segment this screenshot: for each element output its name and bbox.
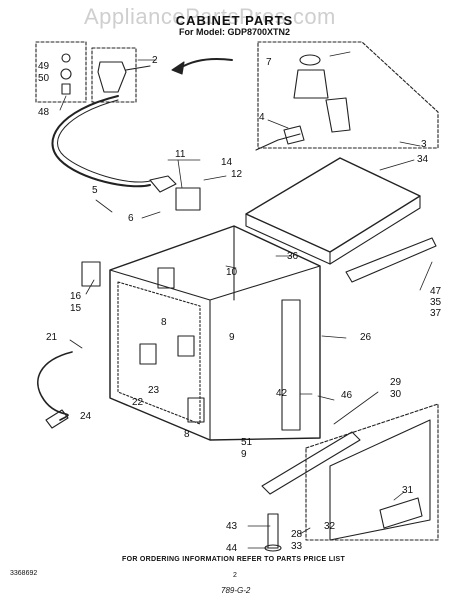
kick-plate-panel (329, 419, 431, 541)
callout-16: 16 (70, 291, 82, 302)
top-rail (345, 237, 437, 283)
callout-46: 46 (341, 390, 353, 401)
callout-49: 49 (38, 61, 50, 72)
callout-21: 21 (46, 332, 58, 343)
valve-fitting-part (61, 83, 71, 95)
callout-10: 10 (226, 267, 238, 278)
callout-15: 15 (70, 303, 82, 314)
terminal-block (81, 261, 101, 287)
pump-gasket-part (283, 125, 305, 145)
callout-8b: 8 (184, 429, 190, 440)
detail-box-valve-parts (35, 41, 87, 103)
callout-22: 22 (132, 397, 144, 408)
callout-36: 36 (287, 251, 299, 262)
callout-35: 35 (430, 297, 442, 308)
power-plug (45, 409, 69, 429)
part-number: 3368692 (10, 570, 38, 577)
callout-9: 9 (229, 332, 235, 343)
model-line: For Model: GDP8700XTN2 (178, 27, 291, 37)
ordering-note: FOR ORDERING INFORMATION REFER TO PARTS … (122, 556, 346, 563)
water-valve-bracket (175, 187, 201, 211)
detail-box-pump-parts (257, 41, 439, 149)
label-pad-4 (187, 397, 205, 423)
detail-box-fill-valve (91, 47, 137, 103)
label-pad-2 (177, 335, 195, 357)
side-panel-left (117, 281, 201, 425)
leveling-leg (267, 513, 279, 549)
callout-8: 8 (161, 317, 167, 328)
page-number: 2 (233, 572, 237, 579)
drain-hose (51, 95, 151, 188)
callout-33: 33 (291, 541, 303, 552)
pump-motor-part (325, 97, 351, 133)
callout-14: 14 (221, 157, 233, 168)
toe-panel (261, 431, 361, 495)
label-pad-3 (139, 343, 157, 365)
valve-filter-part (60, 68, 72, 80)
callout-6: 6 (128, 213, 134, 224)
callout-26: 26 (360, 332, 372, 343)
power-cord (37, 351, 73, 421)
callout-5: 5 (92, 185, 98, 196)
handwritten-code: 789-G-2 (221, 586, 251, 595)
callout-30: 30 (390, 389, 402, 400)
callout-34: 34 (417, 154, 429, 165)
callout-50: 50 (38, 73, 50, 84)
diagram-title: CABINET PARTS (175, 13, 294, 28)
direction-arrow (179, 58, 233, 69)
label-pad-1 (157, 267, 175, 289)
callout-23: 23 (148, 385, 160, 396)
callout-2: 2 (152, 55, 158, 66)
fill-valve-part (97, 61, 127, 93)
callout-42: 42 (276, 388, 288, 399)
callout-44: 44 (226, 543, 238, 554)
callout-7: 7 (266, 57, 272, 68)
callout-12: 12 (231, 169, 243, 180)
callout-9b: 9 (241, 449, 247, 460)
callout-11: 11 (175, 149, 186, 160)
callout-28: 28 (291, 529, 303, 540)
callout-4: 4 (259, 112, 265, 123)
callout-31: 31 (402, 485, 414, 496)
callout-47: 47 (430, 286, 442, 297)
pump-seal-part (299, 54, 321, 66)
toe-panel-detail-box (305, 403, 439, 541)
callout-3: 3 (421, 139, 427, 150)
pump-housing-part (293, 69, 329, 99)
valve-washer-part (61, 53, 71, 63)
side-rail-right (281, 299, 301, 431)
callout-24: 24 (80, 411, 92, 422)
callout-43: 43 (226, 521, 238, 532)
pump-hose-part (255, 133, 301, 151)
watermark-text: AppliancePartsPros.com (84, 4, 336, 29)
callout-48: 48 (38, 107, 50, 118)
callout-37: 37 (430, 308, 442, 319)
callout-32: 32 (324, 521, 336, 532)
kick-plate-bracket (379, 497, 423, 529)
callout-29: 29 (390, 377, 402, 388)
inlet-hose-connector (149, 175, 177, 193)
callout-51: 51 (241, 437, 253, 448)
